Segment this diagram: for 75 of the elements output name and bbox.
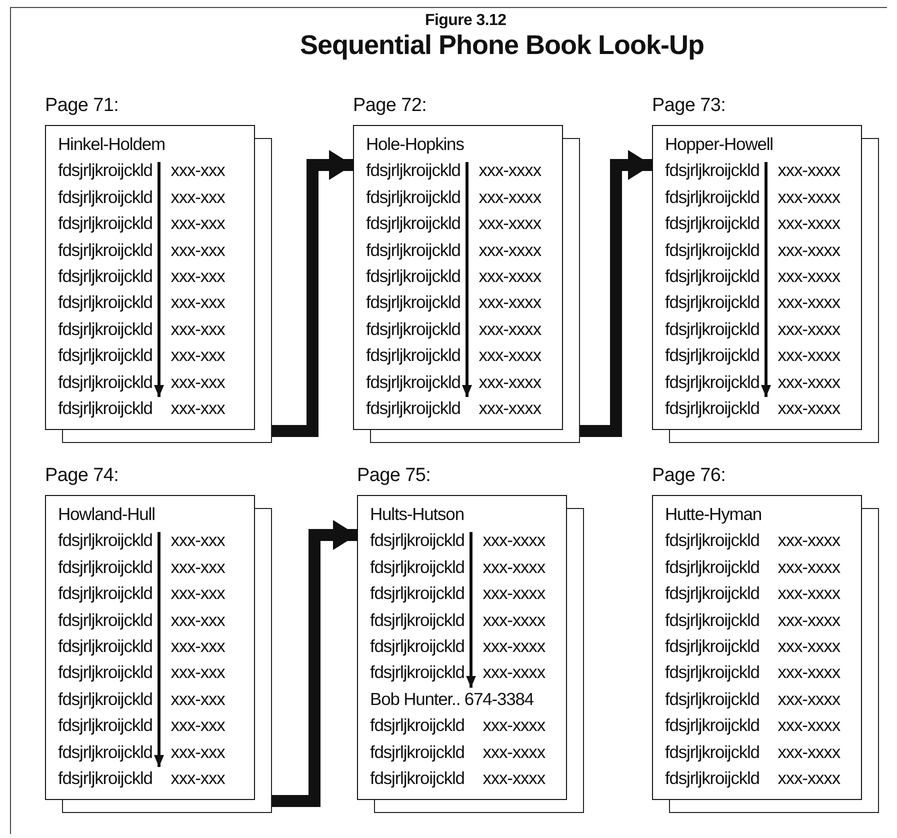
listing-entry: fdsjrljkroijckld xxx-xxxx xyxy=(665,397,840,420)
listing-entry: fdsjrljkroijckld xxx-xxxx xyxy=(370,582,545,606)
listing-entry: fdsjrljkroijckld xxx-xxxx xyxy=(665,159,840,182)
listing-entry: fdsjrljkroijckld xxx-xxx xyxy=(58,714,225,738)
listing-entry: fdsjrljkroijckld xxx-xxx xyxy=(58,318,225,341)
listing-entry: fdsjrljkroijckld xxx-xxxx xyxy=(366,212,541,236)
page-range-header: Hinkel-Holdem xyxy=(58,133,165,156)
listing-entry: fdsjrljkroijckld xxx-xxxx xyxy=(665,344,840,368)
listing-entry: fdsjrljkroijckld xxx-xxxx xyxy=(665,186,840,209)
page-heading: Page 74: xyxy=(45,465,119,487)
listing-entry: fdsjrljkroijckld xxx-xxx xyxy=(58,212,225,236)
listing-entry: fdsjrljkroijckld xxx-xxx xyxy=(58,688,225,711)
listing-entry: fdsjrljkroijckld xxx-xxxx xyxy=(370,529,545,552)
page-heading: Page 71: xyxy=(45,95,119,117)
listing-entry: fdsjrljkroijckld xxx-xxxx xyxy=(665,608,840,632)
listing-entry: fdsjrljkroijckld xxx-xxxx xyxy=(366,370,541,394)
listing-entry: fdsjrljkroijckld xxx-xxxx xyxy=(665,688,840,711)
listing-entry: fdsjrljkroijckld xxx-xxx xyxy=(58,238,225,262)
listing-entry: fdsjrljkroijckld xxx-xxxx xyxy=(665,767,840,790)
page-heading: Page 72: xyxy=(353,95,427,117)
listing-entry: fdsjrljkroijckld xxx-xxxx xyxy=(665,291,840,314)
listing-entry: fdsjrljkroijckld xxx-xxx xyxy=(58,740,225,764)
page-heading: Page 76: xyxy=(652,465,726,487)
listing-entry: fdsjrljkroijckld xxx-xxx xyxy=(58,529,225,552)
page-range-header: Hults-Hutson xyxy=(370,503,464,526)
listing-entry: fdsjrljkroijckld xxx-xxx xyxy=(58,397,225,420)
listing-entry: fdsjrljkroijckld xxx-xxxx xyxy=(370,635,545,658)
listing-entry: fdsjrljkroijckld xxx-xxxx xyxy=(366,159,541,182)
listing-entry: fdsjrljkroijckld xxx-xxxx xyxy=(370,714,545,738)
listing-entry: fdsjrljkroijckld xxx-xxxx xyxy=(366,291,541,314)
listing-entry: fdsjrljkroijckld xxx-xxxx xyxy=(366,397,541,420)
listing-entry: fdsjrljkroijckld xxx-xxxx xyxy=(665,238,840,262)
listing-entry: fdsjrljkroijckld xxx-xxx xyxy=(58,265,225,288)
listing-entry: fdsjrljkroijckld xxx-xxxx xyxy=(370,556,545,579)
listing-entry: fdsjrljkroijckld xxx-xxx xyxy=(58,556,225,579)
page-heading: Page 75: xyxy=(357,465,431,487)
listing-entry: fdsjrljkroijckld xxx-xxxx xyxy=(366,186,541,209)
bent-arrow xyxy=(580,150,652,437)
listing-entry: fdsjrljkroijckld xxx-xxxx xyxy=(665,556,840,579)
listing-entry: fdsjrljkroijckld xxx-xxx xyxy=(58,291,225,314)
listing-entry: fdsjrljkroijckld xxx-xxx xyxy=(58,344,225,368)
listing-entry: fdsjrljkroijckld xxx-xxx xyxy=(58,186,225,209)
page-range-header: Hopper-Howell xyxy=(665,133,773,156)
listing-entry: fdsjrljkroijckld xxx-xxxx xyxy=(665,582,840,606)
listing-entry: fdsjrljkroijckld xxx-xxx xyxy=(58,767,225,790)
listing-entry: Bob Hunter.. 674-3384 xyxy=(370,688,534,711)
page-heading: Page 73: xyxy=(652,95,726,117)
listing-entry: fdsjrljkroijckld xxx-xxx xyxy=(58,370,225,394)
listing-entry: fdsjrljkroijckld xxx-xxxx xyxy=(370,767,545,790)
listing-entry: fdsjrljkroijckld xxx-xxxx xyxy=(366,238,541,262)
listing-entry: fdsjrljkroijckld xxx-xxxx xyxy=(366,344,541,368)
listing-entry: fdsjrljkroijckld xxx-xxx xyxy=(58,608,225,632)
listing-entry: fdsjrljkroijckld xxx-xxx xyxy=(58,661,225,684)
listing-entry: fdsjrljkroijckld xxx-xxxx xyxy=(665,529,840,552)
listing-entry: fdsjrljkroijckld xxx-xxxx xyxy=(665,661,840,684)
listing-entry: fdsjrljkroijckld xxx-xxxx xyxy=(665,265,840,288)
listing-entry: fdsjrljkroijckld xxx-xxxx xyxy=(366,318,541,341)
listing-entry: fdsjrljkroijckld xxx-xxxx xyxy=(370,608,545,632)
listing-entry: fdsjrljkroijckld xxx-xxxx xyxy=(665,318,840,341)
listing-entry: fdsjrljkroijckld xxx-xxxx xyxy=(370,661,545,684)
listing-entry: fdsjrljkroijckld xxx-xxxx xyxy=(370,740,545,764)
listing-entry: fdsjrljkroijckld xxx-xxx xyxy=(58,635,225,658)
diagram-title: Sequential Phone Book Look-Up xyxy=(300,30,704,61)
figure-number: Figure 3.12 xyxy=(425,12,506,30)
listing-entry: fdsjrljkroijckld xxx-xxx xyxy=(58,159,225,182)
page-range-header: Howland-Hull xyxy=(58,503,155,526)
page-range-header: Hutte-Hyman xyxy=(665,503,762,526)
listing-entry: fdsjrljkroijckld xxx-xxxx xyxy=(665,370,840,394)
listing-entry: fdsjrljkroijckld xxx-xxxx xyxy=(665,635,840,658)
listing-entry: fdsjrljkroijckld xxx-xxxx xyxy=(665,714,840,738)
listing-entry: fdsjrljkroijckld xxx-xxxx xyxy=(665,212,840,236)
listing-entry: fdsjrljkroijckld xxx-xxxx xyxy=(366,265,541,288)
listing-entry: fdsjrljkroijckld xxx-xxx xyxy=(58,582,225,606)
page-range-header: Hole-Hopkins xyxy=(366,133,464,156)
listing-entry: fdsjrljkroijckld xxx-xxxx xyxy=(665,740,840,764)
